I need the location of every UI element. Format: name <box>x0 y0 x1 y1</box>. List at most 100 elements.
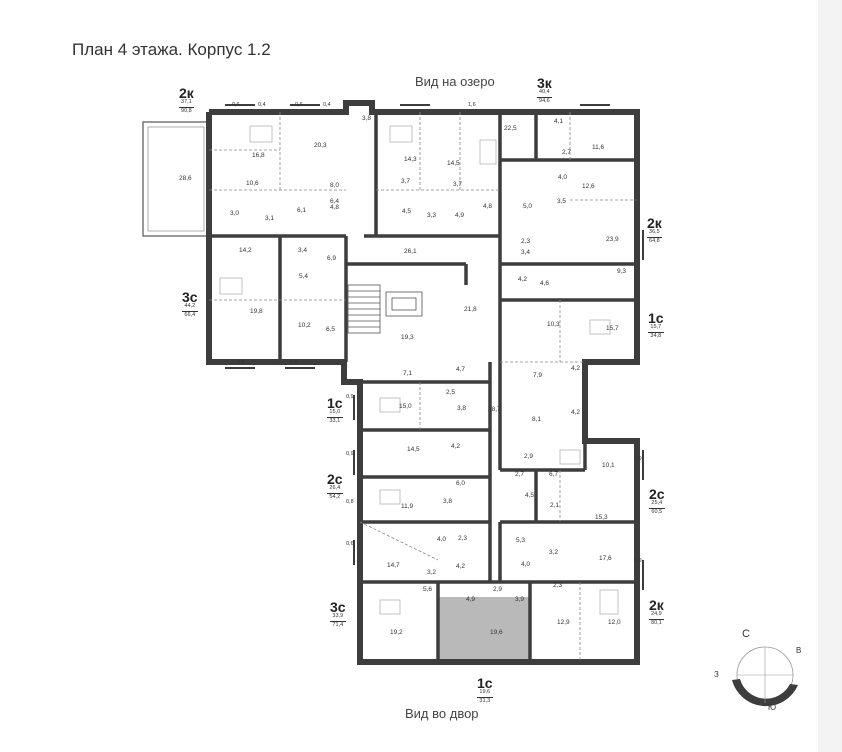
room-area-label: 8,1 <box>532 416 541 423</box>
room-area-label: 14,5 <box>447 160 460 167</box>
room-area-label: 15,7 <box>606 325 619 332</box>
balcony-area-label: 0,6 <box>232 102 240 108</box>
room-area-label: 5,4 <box>299 273 308 280</box>
room-area-label: 4,2 <box>518 276 527 283</box>
room-area-label: 26,1 <box>404 248 417 255</box>
balcony-area-label: 0,9 <box>634 456 642 462</box>
room-area-label: 14,3 <box>404 156 417 163</box>
room-area-label: 10,2 <box>298 322 311 329</box>
room-area-label: 4,1 <box>554 118 563 125</box>
room-dividers <box>209 112 637 662</box>
room-area-label: 3,5 <box>557 198 566 205</box>
room-area-label: 3,2 <box>549 549 558 556</box>
balcony-area-label: 0,4 <box>258 102 266 108</box>
room-area-label: 5,3 <box>516 537 525 544</box>
room-area-label: 3,1 <box>265 215 274 222</box>
room-area-label: 6,0 <box>456 480 465 487</box>
room-area-label: 4,9 <box>455 212 464 219</box>
room-area-label: 3,4 <box>521 249 530 256</box>
room-area-label: 16,8 <box>252 152 265 159</box>
balcony-area-label: 0,4 <box>323 102 331 108</box>
room-area-label: 28,7 <box>488 406 501 413</box>
compass-east: В <box>796 646 802 655</box>
room-area-label: 2,7 <box>515 471 524 478</box>
room-area-label: 19,6 <box>490 629 503 636</box>
balcony-area-label: 0,9 <box>346 451 354 457</box>
room-area-label: 4,8 <box>483 203 492 210</box>
room-area-label: 4,2 <box>571 409 580 416</box>
room-area-label: 4,5 <box>525 492 534 499</box>
room-area-label: 5,0 <box>523 203 532 210</box>
inner-walls <box>209 112 637 662</box>
room-area-label: 4,5 <box>402 208 411 215</box>
room-area-label: 4,6 <box>540 280 549 287</box>
balcony-area-label: 0,6 <box>290 360 298 366</box>
room-area-label: 4,7 <box>456 366 465 373</box>
room-area-label: 7,1 <box>403 370 412 377</box>
room-area-label: 4,9 <box>466 596 475 603</box>
room-area-label: 2,5 <box>446 389 455 396</box>
room-area-label: 10,3 <box>547 321 560 328</box>
room-area-label: 11,6 <box>592 144 605 151</box>
room-area-label: 3,8 <box>457 405 466 412</box>
room-area-label: 6,9 <box>327 255 336 262</box>
room-area-label: 2,3 <box>553 582 562 589</box>
room-area-label: 6,4 <box>330 198 339 205</box>
room-area-label: 3,7 <box>401 178 410 185</box>
room-area-label: 17,6 <box>599 555 612 562</box>
room-area-label: 3,8 <box>443 498 452 505</box>
balcony-area-label: 0,6 <box>346 541 354 547</box>
balcony-area-label: 0,9 <box>346 394 354 400</box>
room-area-label: 19,3 <box>401 334 414 341</box>
room-area-label: 10,6 <box>246 180 259 187</box>
room-area-label: 3,8 <box>362 115 371 122</box>
balcony-area-label: 0,6 <box>237 360 245 366</box>
room-area-label: 28,6 <box>179 175 192 182</box>
room-area-label: 2,7 <box>562 149 571 156</box>
room-area-label: 8,0 <box>330 182 339 189</box>
room-area-label: 4,0 <box>437 536 446 543</box>
room-area-label: 2,3 <box>458 535 467 542</box>
room-area-label: 6,7 <box>549 471 558 478</box>
room-area-label: 5,6 <box>423 586 432 593</box>
stairwell <box>347 284 423 334</box>
terrace <box>142 121 210 237</box>
scrollbar[interactable] <box>818 0 842 752</box>
room-area-label: 14,7 <box>387 562 400 569</box>
room-area-label: 6,1 <box>297 207 306 214</box>
compass-north: С <box>742 628 750 640</box>
room-area-label: 11,9 <box>401 503 414 510</box>
room-area-label: 4,2 <box>571 365 580 372</box>
room-area-label: 19,2 <box>390 629 403 636</box>
highlighted-apartment[interactable] <box>438 597 530 659</box>
room-area-label: 14,5 <box>407 446 420 453</box>
terrace-inner <box>147 126 205 232</box>
room-area-label: 15,0 <box>399 403 412 410</box>
windows <box>225 104 644 590</box>
room-area-label: 20,3 <box>314 142 327 149</box>
room-area-label: 6,5 <box>326 326 335 333</box>
balcony-area-label: 0,6 <box>295 102 303 108</box>
room-area-label: 2,1 <box>550 502 559 509</box>
compass <box>732 646 798 707</box>
room-area-label: 12,0 <box>608 619 621 626</box>
room-area-label: 4,0 <box>558 174 567 181</box>
room-area-label: 3,2 <box>427 569 436 576</box>
room-area-label: 21,8 <box>464 306 477 313</box>
room-area-label: 12,9 <box>557 619 570 626</box>
room-area-label: 12,6 <box>582 183 595 190</box>
room-area-label: 9,3 <box>617 268 626 275</box>
